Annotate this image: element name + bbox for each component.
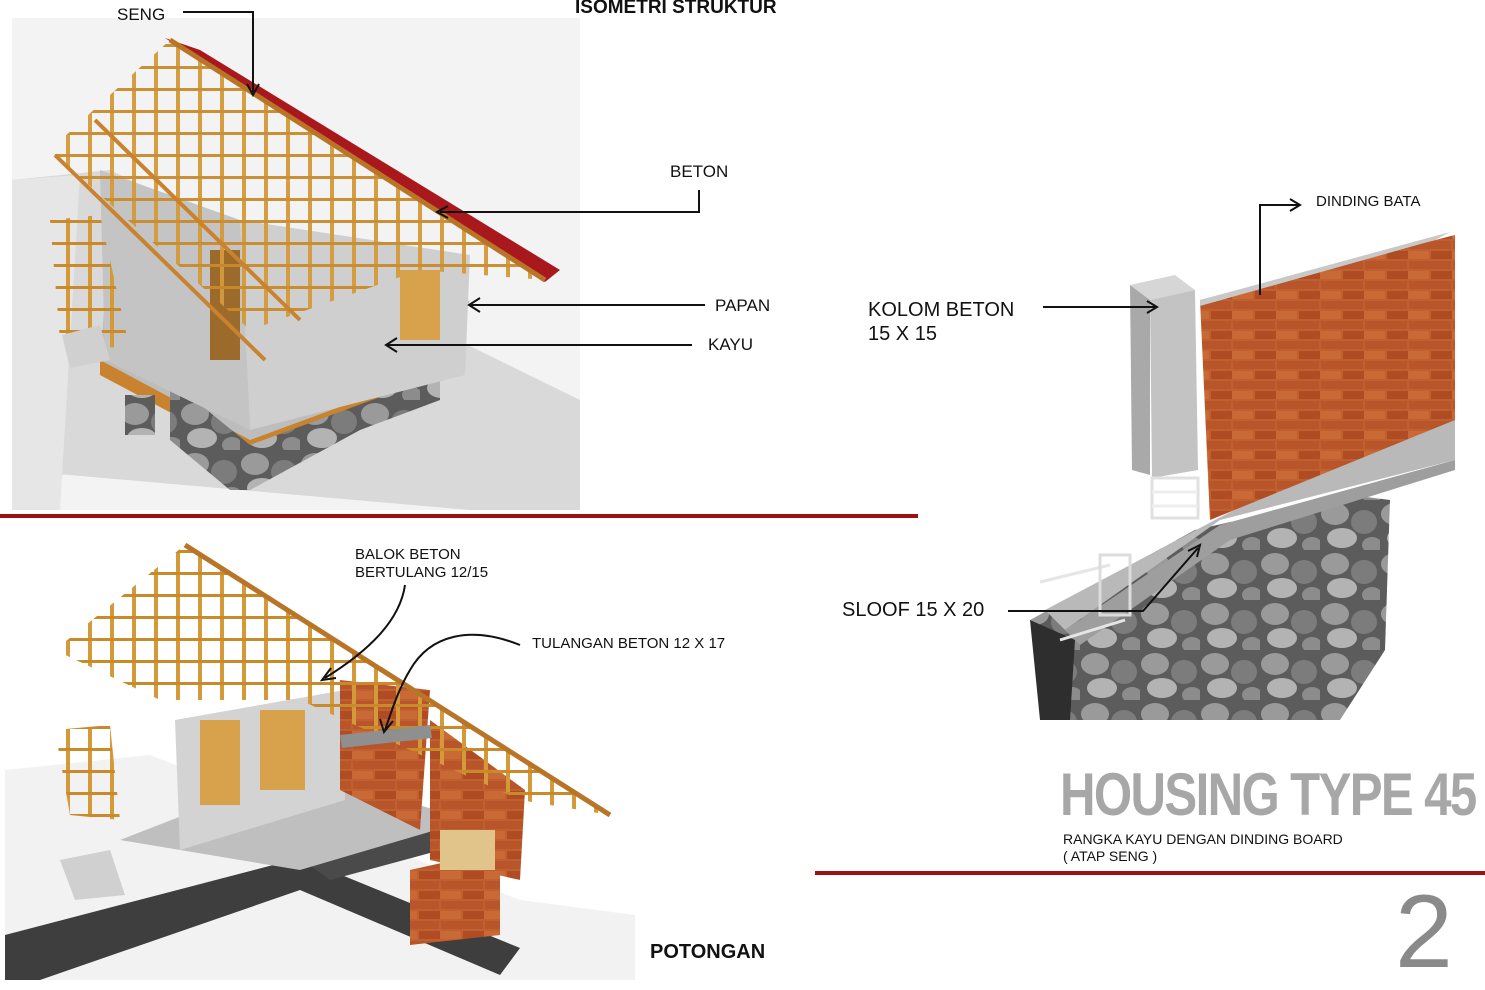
label-balok-beton-line1: BALOK BETON xyxy=(355,546,461,563)
label-beton: BETON xyxy=(670,162,729,181)
divider-top-left xyxy=(0,514,918,518)
label-papan: PAPAN xyxy=(715,296,771,315)
column-sloof-detail-drawing xyxy=(1030,232,1455,720)
subtitle-line1: RANGKA KAYU DENGAN DINDING BOARD xyxy=(1063,831,1343,847)
label-seng: SENG xyxy=(117,5,166,24)
label-kayu: KAYU xyxy=(708,335,754,354)
subtitle-line2: ( ATAP SENG ) xyxy=(1063,848,1158,864)
label-kolom-beton-line1: KOLOM BETON xyxy=(868,299,1015,321)
leader-lines xyxy=(183,11,1302,735)
label-balok-beton-line2: BERTULANG 12/15 xyxy=(355,564,489,581)
section-house-drawing xyxy=(5,542,635,980)
label-sloof: SLOOF 15 X 20 xyxy=(842,599,985,621)
label-dinding-bata: DINDING BATA xyxy=(1316,193,1421,210)
page-number: 2 xyxy=(1395,874,1453,990)
isometric-title: ISOMETRI STRUKTUR xyxy=(575,0,777,18)
label-tulangan-beton: TULANGAN BETON 12 X 17 xyxy=(532,635,726,652)
isometric-house-drawing xyxy=(12,18,580,510)
housing-type-title: HOUSING TYPE 45 xyxy=(1060,761,1477,828)
label-kolom-beton-line2: 15 X 15 xyxy=(868,323,937,345)
section-title: POTONGAN xyxy=(650,941,766,963)
divider-bottom-right xyxy=(815,871,1485,875)
